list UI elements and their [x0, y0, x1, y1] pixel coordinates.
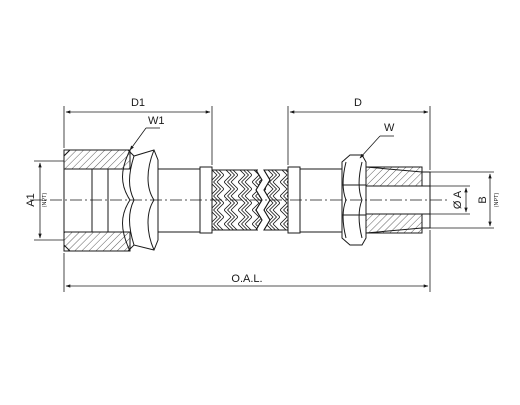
label-w: W — [384, 122, 395, 134]
label-d1: D1 — [131, 97, 145, 109]
label-d: D — [354, 97, 362, 109]
drawing-geometry — [63, 149, 431, 252]
dimensions — [34, 106, 494, 292]
label-a1-group: A1 — [25, 193, 37, 206]
label-phi-a-group: Ø A — [452, 190, 464, 209]
label-a1-sub-group: (NPT) — [42, 193, 48, 208]
label-b: B — [477, 196, 489, 203]
label-oal: O.A.L. — [231, 273, 262, 285]
female-nut-w1 — [63, 149, 200, 252]
label-a1: A1 — [25, 193, 37, 206]
label-b-group: B — [477, 196, 489, 203]
label-phi-a: Ø A — [452, 190, 464, 209]
label-b-npt: (NPT) — [494, 193, 500, 208]
label-a1-npt: (NPT) — [42, 193, 48, 208]
label-w1: W1 — [148, 115, 165, 127]
label-b-sub-group: (NPT) — [494, 193, 500, 208]
